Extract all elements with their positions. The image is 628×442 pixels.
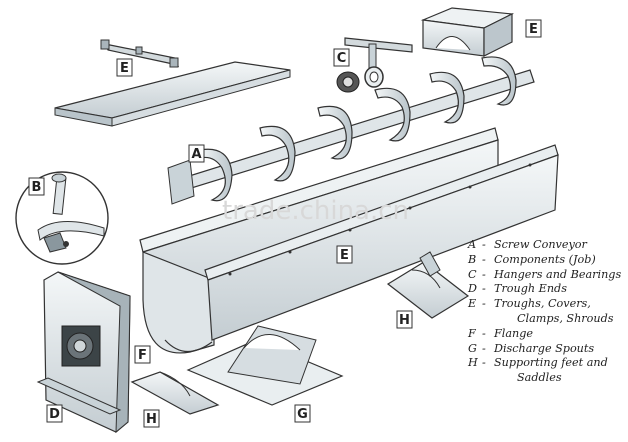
label-e-trough-text: E	[340, 248, 349, 263]
legend-key: B	[468, 252, 477, 266]
legend-key: F	[468, 326, 476, 340]
legend-row: H-Supporting feet and	[468, 356, 628, 371]
legend-dash: -	[482, 341, 486, 355]
screw-conveyor	[167, 56, 535, 205]
label-e-trough: E	[336, 245, 353, 264]
legend-dash: -	[482, 326, 486, 340]
legend-row: F-Flange	[468, 327, 628, 342]
label-b-text: B	[32, 180, 42, 195]
label-b: B	[28, 177, 45, 196]
legend-text: Trough Ends	[494, 282, 567, 296]
label-h-right-text: H	[399, 313, 410, 328]
label-e-shroud: E	[525, 19, 542, 38]
supporting-saddle	[386, 251, 470, 319]
legend-key: D	[468, 282, 477, 296]
legend-text: Troughs, Covers,	[494, 297, 591, 311]
legend-dash: -	[482, 238, 486, 251]
trough-shroud	[420, 7, 515, 57]
legend-row: G-Discharge Spouts	[468, 342, 628, 357]
discharge-spout	[186, 325, 344, 406]
legend-continuation: Saddles	[517, 371, 562, 385]
legend-dash: -	[482, 282, 486, 296]
legend-key: G	[468, 341, 477, 355]
label-h-right: H	[396, 310, 413, 329]
legend-row: B-Components (Job)	[468, 253, 628, 268]
legend-text: Supporting feet and	[494, 356, 608, 370]
label-f-text: F	[138, 348, 147, 363]
label-d-text: D	[49, 407, 60, 422]
label-g: G	[294, 404, 311, 423]
legend-dash: -	[482, 297, 486, 311]
label-h-left-text: H	[146, 412, 157, 427]
legend-row: E-Troughs, Covers,	[468, 297, 628, 312]
legend-key: E	[468, 297, 477, 311]
label-c: C	[333, 48, 350, 67]
label-a-text: A	[191, 147, 201, 162]
legend-row: C-Hangers and Bearings	[468, 268, 628, 283]
legend-key: C	[468, 267, 477, 281]
label-a: A	[188, 144, 205, 163]
legend-key: A	[468, 238, 477, 251]
legend-dash: -	[482, 252, 486, 266]
legend-text: Discharge Spouts	[494, 341, 595, 355]
flange	[130, 371, 220, 415]
label-e-cover-text: E	[120, 61, 129, 76]
trough-body	[139, 127, 559, 354]
legend-row: A-Screw Conveyor	[468, 238, 628, 253]
hanger-bearing	[336, 37, 413, 93]
trough-end	[36, 271, 131, 434]
legend-dash: -	[482, 267, 486, 281]
legend-text: Hangers and Bearings	[494, 267, 622, 281]
legend-text: Components (Job)	[494, 252, 596, 266]
legend-continuation: Clamps, Shrouds	[517, 311, 614, 325]
legend-row: D-Trough Ends	[468, 282, 628, 297]
legend-key: H	[468, 356, 478, 370]
label-f: F	[134, 345, 151, 364]
legend-text: Flange	[494, 326, 533, 340]
legend-dash: -	[482, 356, 486, 370]
label-e-cover: E	[116, 58, 133, 77]
label-e-shroud-text: E	[529, 22, 538, 37]
label-h-left: H	[143, 409, 160, 428]
watermark: trade.china.cn	[222, 196, 409, 226]
trough-cover	[54, 61, 291, 127]
label-g-text: G	[297, 407, 308, 422]
label-c-text: C	[337, 51, 347, 66]
cover-clamp	[100, 39, 180, 68]
label-d: D	[46, 404, 63, 423]
legend-text: Screw Conveyor	[494, 238, 587, 251]
